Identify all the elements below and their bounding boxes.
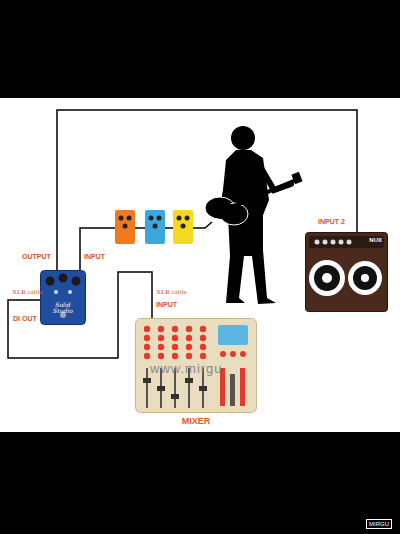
- di-box-pedal: Solid Studio: [40, 270, 86, 325]
- di-pedal-art: [40, 270, 86, 325]
- effect-pedals: [115, 210, 193, 244]
- cable-label: XLR cable: [12, 289, 43, 296]
- watermark: www.mirgu: [150, 362, 223, 375]
- jack-label: INPUT 2: [318, 218, 345, 225]
- jack-label: INPUT: [156, 301, 177, 308]
- amplifier: NUX: [305, 232, 388, 312]
- jack-label: INPUT: [84, 253, 105, 260]
- top-band: [0, 0, 400, 98]
- node-text: NUX: [305, 237, 382, 243]
- jack-label: OUTPUT: [22, 253, 51, 260]
- logo-text: MIRGU: [366, 519, 392, 529]
- node-text: Solid Studio: [48, 302, 78, 314]
- cable-label: XLR cable: [156, 289, 187, 296]
- amplifier-art: [305, 232, 388, 312]
- node-text: MIXER: [182, 417, 211, 426]
- jack-label: DI OUT: [13, 315, 37, 322]
- guitarist-silhouette: [205, 126, 303, 304]
- bottom-band: [0, 432, 400, 534]
